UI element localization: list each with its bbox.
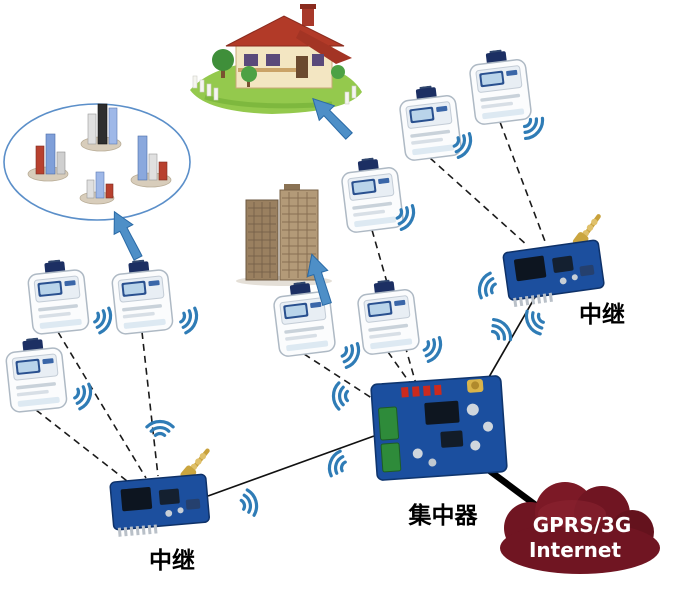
repeater-right-module [500,216,610,307]
signal-waves-icon [70,379,96,413]
gas-meter-5 [109,256,175,336]
link-meter1-repeater-right [429,157,529,247]
link-repeater-left-concentrator [207,435,375,497]
link-meter8-concentrator [387,351,413,387]
link-meter3-concentrator [371,229,417,385]
cloud-label-line2: Internet [529,538,621,562]
gas-meter-2 [466,46,533,126]
signal-waves-icon [237,486,261,520]
apartment-tower-illustration [236,184,332,286]
terminal-block [378,406,400,441]
concentrator-module [370,375,508,481]
link-meter6-repeater-left [35,409,137,489]
concentrator-label: 集中器 [408,502,479,529]
city-buildings-illustration [3,103,191,221]
gas-meter-4 [25,256,91,336]
signal-waves-icon [485,314,517,347]
signal-waves-icon [90,303,116,337]
house-illustration [190,4,362,114]
repeater-left-label: 中继 [149,547,195,574]
signal-waves-icon [337,338,364,372]
signal-waves-icon [474,269,500,303]
fence [192,75,357,105]
link-meter5-repeater-left [141,331,159,477]
repeater-right-label: 中继 [579,301,625,328]
gas-meter-6 [3,334,69,414]
gprs-cloud: GPRS/3G Internet [500,482,660,574]
pcb-board [370,375,508,481]
gas-meter-3 [338,154,405,234]
signal-waves-icon [145,419,175,437]
gas-meter-8 [354,276,421,356]
link-meter4-repeater-left [57,331,147,479]
signal-waves-icon [331,381,349,411]
dashed-links [35,121,547,489]
signal-waves-icon [520,305,550,339]
terminal-block [380,442,402,473]
cloud-label-line1: GPRS/3G [533,513,632,537]
link-meter7-concentrator [303,353,385,407]
signal-waves-icon [176,303,202,337]
signal-waves-icon [324,447,350,481]
repeater-left-module [108,451,214,537]
gas-meter-1 [396,82,463,162]
link-meter2-repeater-right [499,121,547,245]
signal-waves-icon [419,332,446,366]
